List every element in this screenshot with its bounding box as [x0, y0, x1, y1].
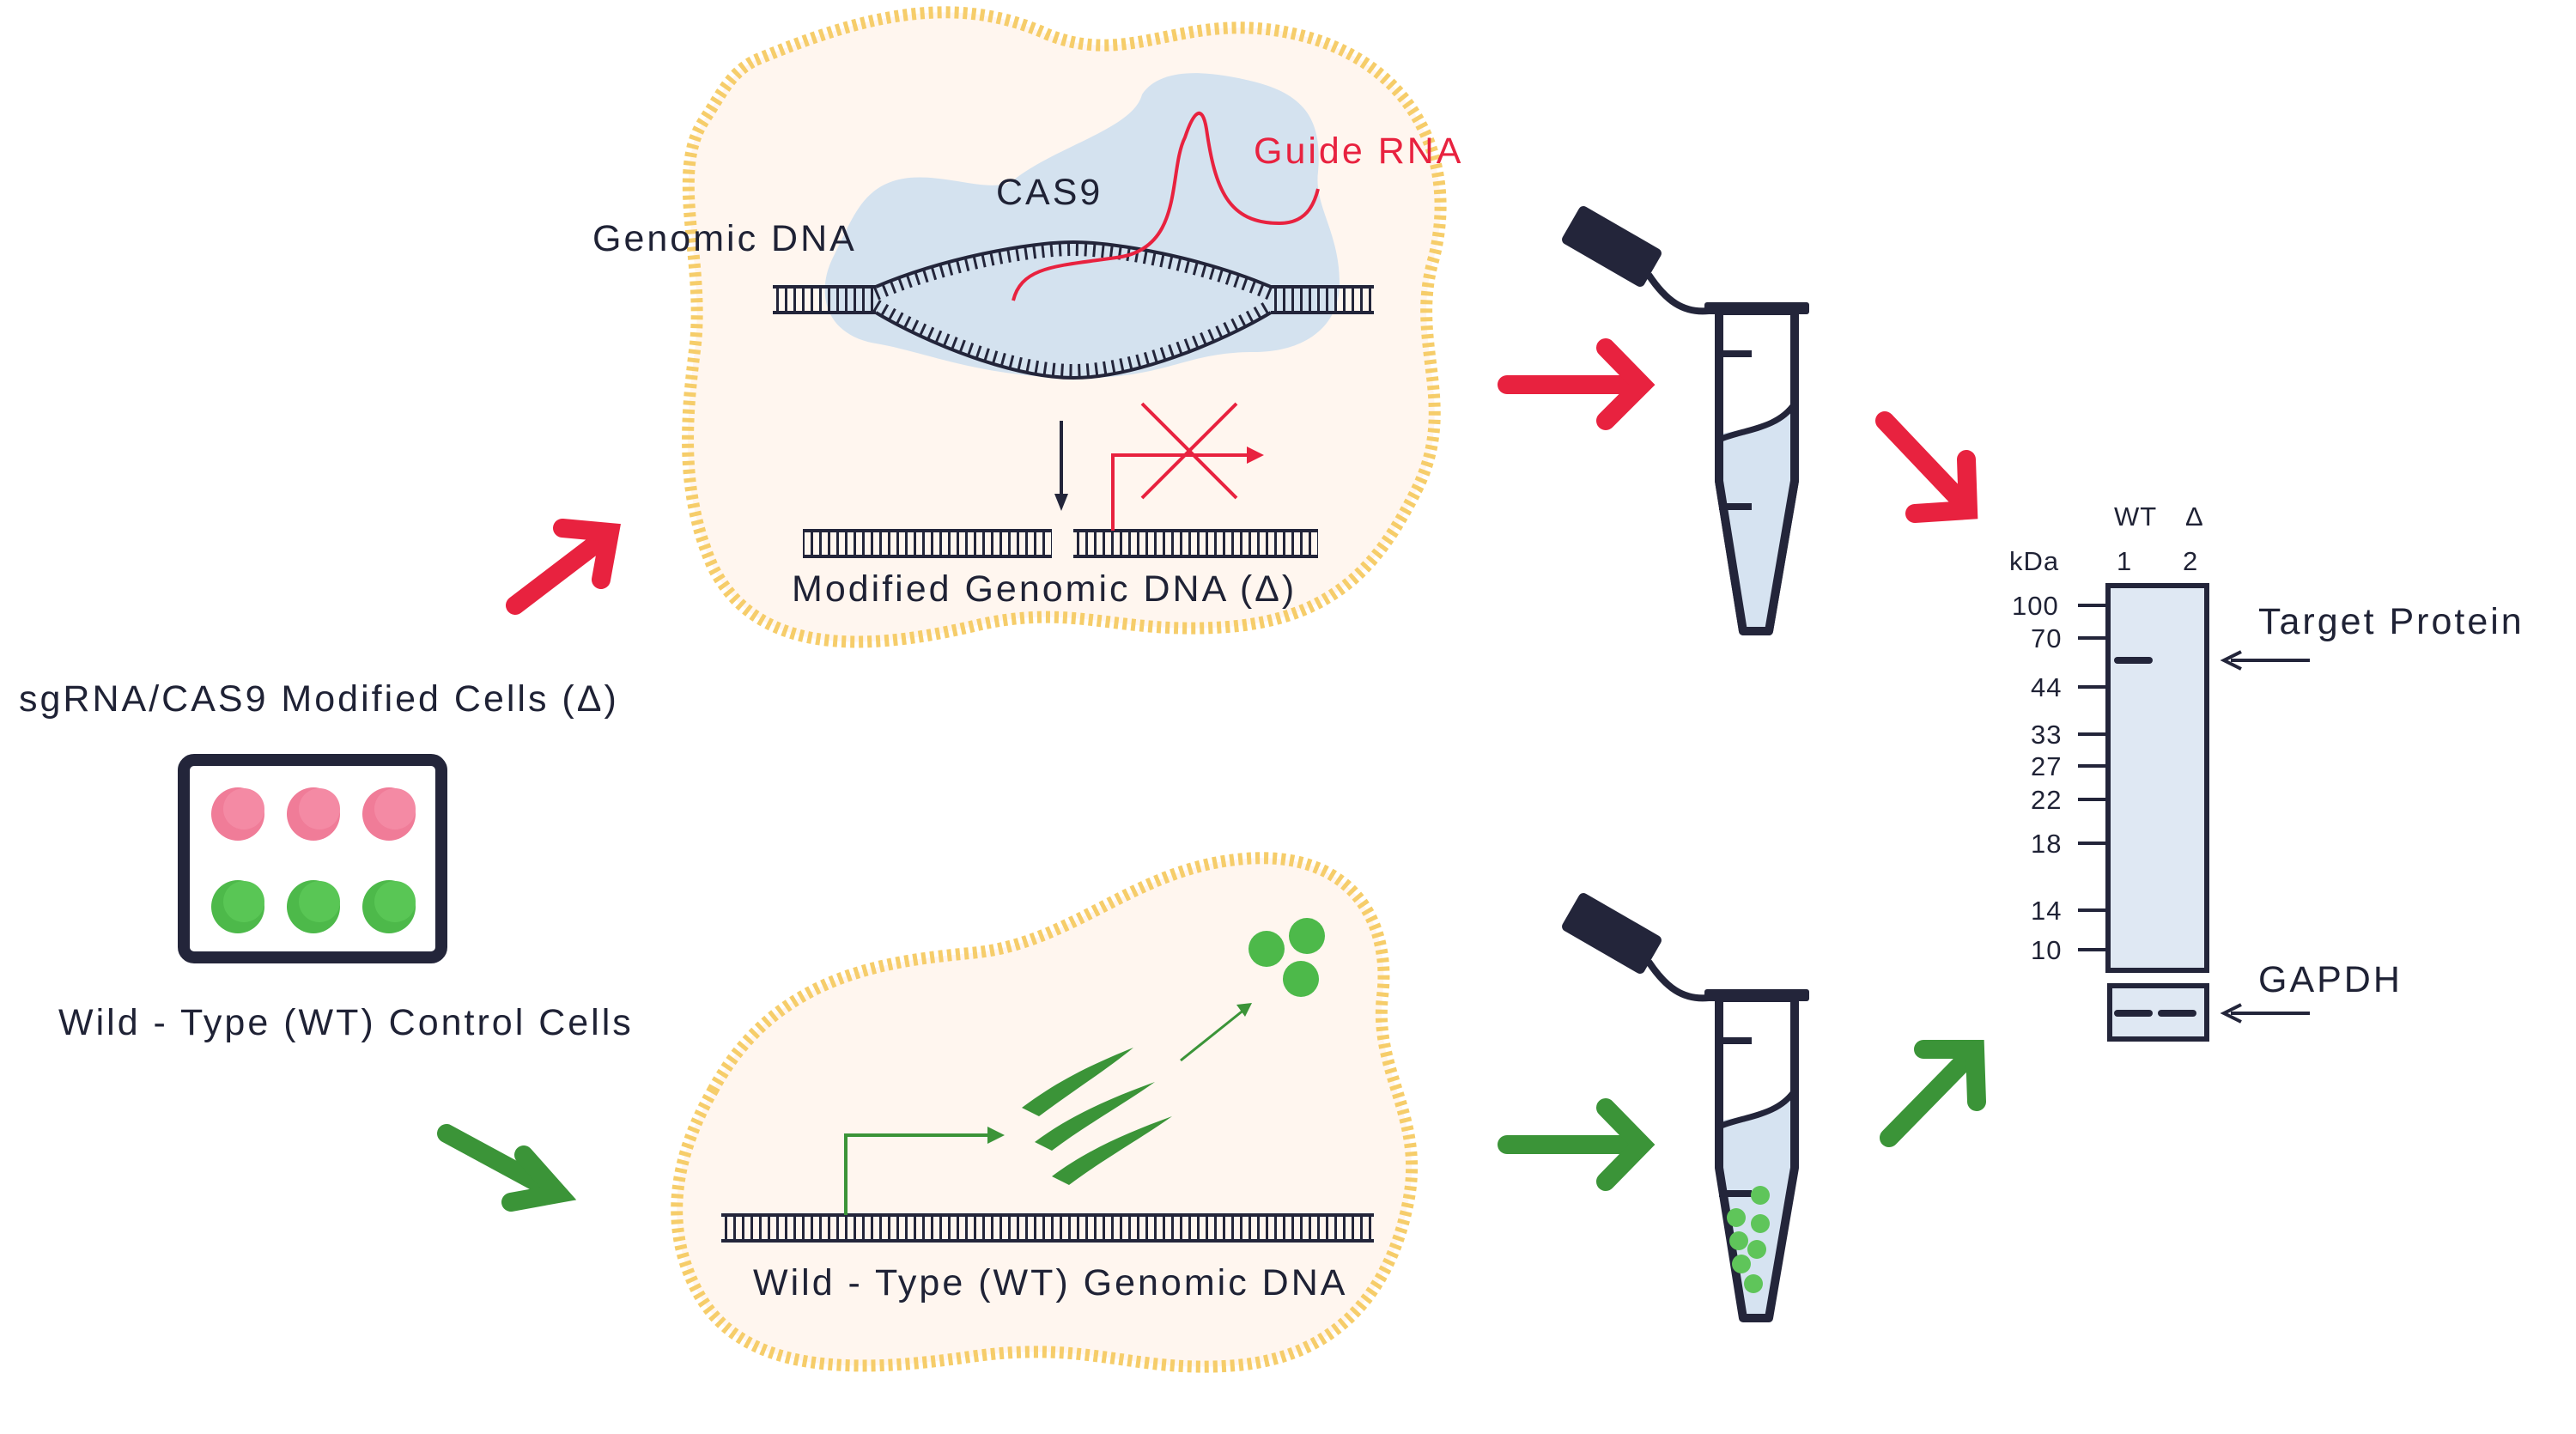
target-band-wt	[2114, 657, 2153, 664]
target-protein-label: Target Protein	[2258, 601, 2524, 642]
genomic-dna-label: Genomic DNA	[592, 218, 857, 259]
marker-70: 70	[2031, 623, 2062, 653]
red-arrow-down-icon	[1875, 411, 1978, 523]
modified-cell: Genomic DNA CAS9 Guide RNA Modified Geno…	[592, 6, 1463, 648]
protein-icon	[1249, 918, 1325, 997]
western-blot-icon: WT Δ kDa 1 2 100 70 44 33 27 22 18 14 10	[2009, 501, 2524, 1042]
wt-cell: Wild - Type (WT) Genomic DNA	[671, 852, 1418, 1373]
gapdh-band-wt	[2114, 1010, 2153, 1017]
mrna-icon	[1022, 1048, 1172, 1185]
modified-cells-label: sgRNA/CAS9 Modified Cells (Δ)	[19, 678, 619, 720]
tube-icon-top	[1562, 206, 1809, 635]
lane-number-2: 2	[2183, 546, 2198, 576]
guide-rna-strand	[1012, 111, 1320, 301]
green-arrow-down-icon	[437, 1124, 577, 1212]
modified-dna	[803, 529, 1318, 558]
translation-arrow-icon	[1180, 1007, 1246, 1062]
marker-100: 100	[2012, 591, 2059, 621]
marker-14: 14	[2031, 896, 2062, 926]
promoter-arrow-icon	[844, 1133, 992, 1215]
green-arrow-up-icon	[1880, 1040, 1986, 1147]
wt-dna-label: Wild - Type (WT) Genomic DNA	[753, 1262, 1347, 1303]
green-protein-dots	[1727, 1186, 1770, 1293]
modified-dna-label: Modified Genomic DNA (Δ)	[792, 568, 1297, 610]
marker-22: 22	[2031, 785, 2062, 815]
lane-number-1: 1	[2117, 546, 2132, 576]
red-arrow-right-icon	[1498, 338, 1656, 430]
marker-33: 33	[2031, 720, 2062, 750]
blocked-promoter-icon	[1111, 453, 1254, 531]
wt-cells-label: Wild - Type (WT) Control Cells	[58, 1002, 634, 1043]
marker-18: 18	[2031, 829, 2062, 859]
genomic-dna	[773, 240, 1374, 380]
wt-genomic-dna	[721, 1213, 1374, 1243]
blot-membrane	[2105, 583, 2209, 973]
gapdh-band-delta	[2158, 1010, 2196, 1017]
marker-10: 10	[2031, 935, 2062, 965]
lane-label-delta: Δ	[2185, 501, 2204, 532]
gapdh-label: GAPDH	[2258, 959, 2403, 1000]
red-arrow-up-icon	[506, 519, 621, 615]
plate-icon	[178, 754, 447, 963]
lane-label-wt: WT	[2114, 501, 2157, 532]
marker-27: 27	[2031, 751, 2062, 781]
tube-icon-bottom	[1562, 893, 1809, 1322]
marker-44: 44	[2031, 672, 2062, 702]
cas9-label: CAS9	[996, 172, 1103, 213]
guide-rna-label: Guide RNA	[1254, 131, 1463, 172]
marker-ladder: 100 70 44 33 27 22 18 14 10	[2012, 591, 2108, 965]
kda-label: kDa	[2009, 546, 2059, 576]
green-arrow-right-icon	[1498, 1098, 1656, 1191]
